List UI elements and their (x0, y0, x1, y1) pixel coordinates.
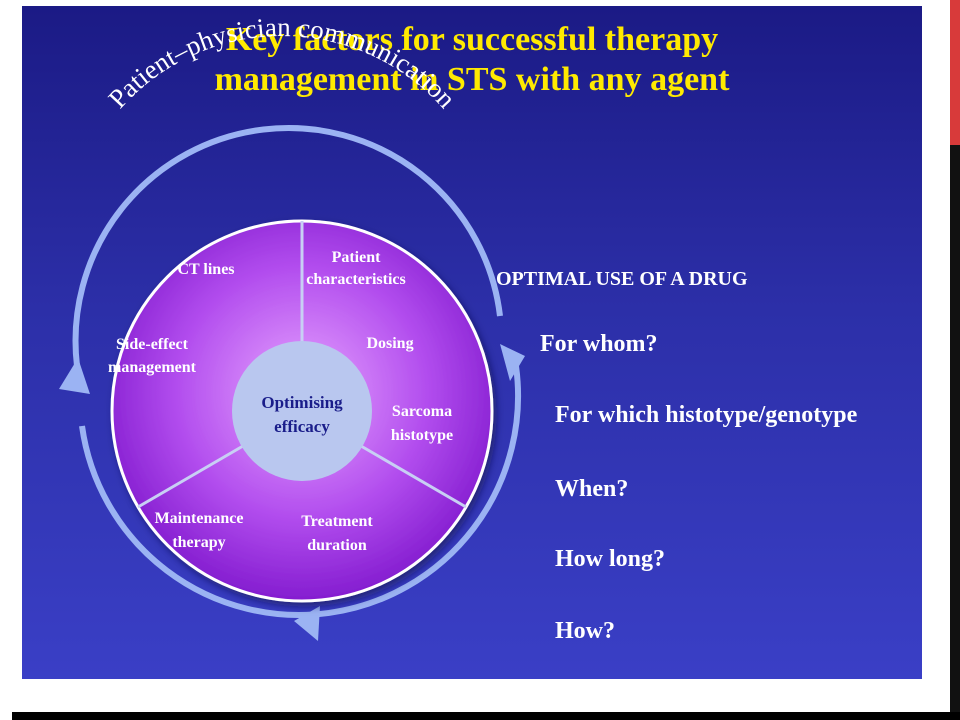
center-line-2: efficacy (274, 417, 330, 436)
label-ct-lines: CT lines (177, 261, 234, 278)
optimal-use-panel: OPTIMAL USE OF A DRUG For whom? For whic… (22, 6, 922, 679)
center-text: Optimising efficacy (261, 393, 343, 436)
disc-dividers (137, 221, 467, 509)
label-maintenance-line-2: therapy (172, 534, 225, 551)
accent-bar (950, 0, 960, 145)
ring-arrow-right-icon (500, 344, 525, 381)
ring-arc-top (72, 125, 503, 367)
question-when: When? (555, 476, 629, 502)
accent-line (950, 145, 960, 720)
label-sarcoma-line-2: histotype (391, 427, 453, 444)
label-sarcoma-line-1: Sarcoma (392, 403, 452, 420)
label-patient-line-2: characteristics (306, 271, 406, 288)
label-treatment-line-2: duration (307, 537, 367, 554)
slide-title: Key factors for successful therapy manag… (22, 20, 922, 100)
label-dosing: Dosing (366, 335, 413, 352)
label-patient-line-1: Patient (332, 249, 382, 266)
title-line-2: management in STS with any agent (214, 61, 730, 98)
label-treatment-line-1: Treatment (301, 513, 373, 530)
ring-arrow-left-icon (59, 358, 90, 394)
question-for-whom: For whom? (540, 331, 658, 357)
bottom-border (12, 712, 960, 720)
slide: Key factors for successful therapy manag… (22, 6, 922, 679)
title-line-1: Key factors for successful therapy (225, 21, 719, 58)
therapy-diagram: Patient–physician communication Optimisi… (59, 12, 525, 641)
communication-ring (59, 125, 525, 641)
label-side-effect-line-1: Side-effect (116, 336, 189, 353)
label-maintenance-line-1: Maintenance (155, 510, 244, 527)
label-side-effect-line-2: management (108, 359, 197, 376)
question-how-long: How long? (555, 546, 666, 572)
center-line-1: Optimising (261, 393, 343, 412)
ring-arrow-bottom-icon (294, 606, 320, 641)
question-how: How? (555, 618, 615, 644)
center-circle (232, 341, 372, 481)
optimal-use-heading: OPTIMAL USE OF A DRUG (496, 268, 748, 290)
segment-labels: CT lines Patient characteristics Dosing … (108, 249, 453, 554)
question-histotype: For which histotype/genotype (555, 402, 858, 428)
ring-arc-bottom (79, 365, 521, 618)
